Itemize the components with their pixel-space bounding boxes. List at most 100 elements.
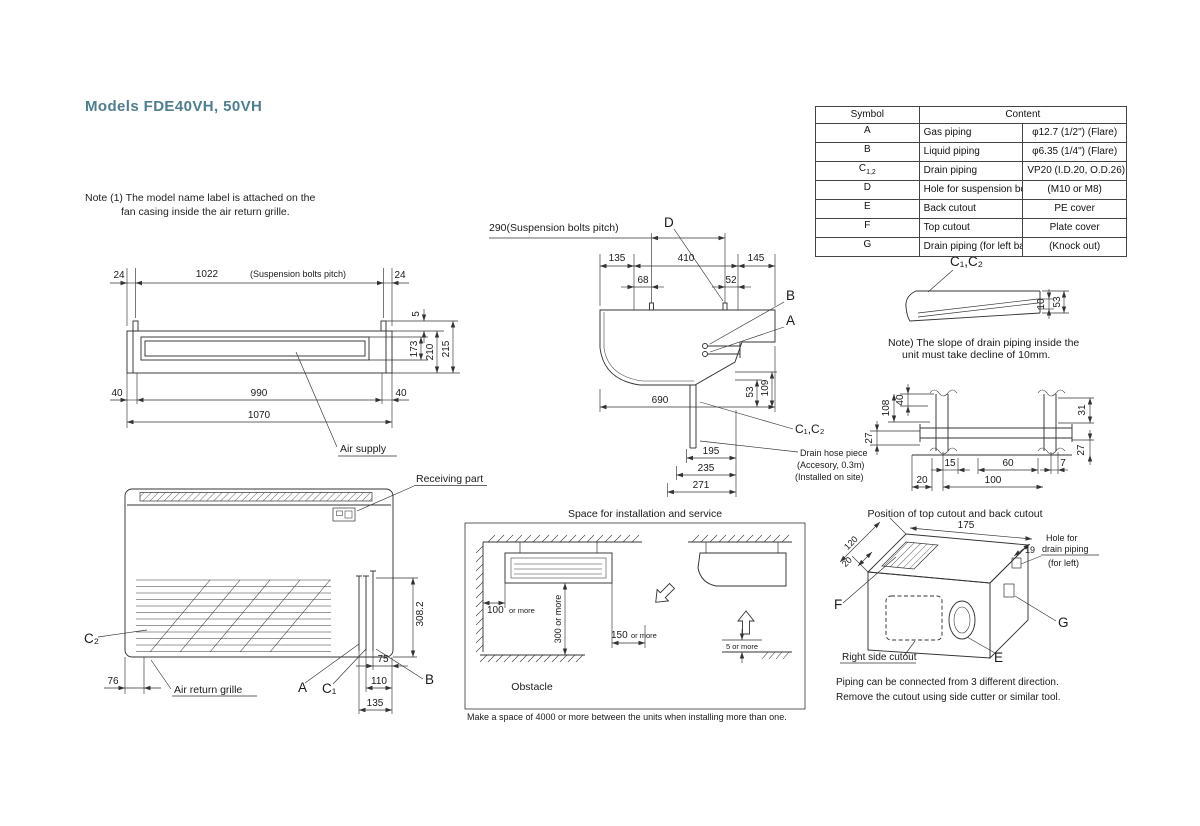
dim-195: 195 — [703, 446, 720, 457]
dim-27-right: 27 — [1076, 444, 1087, 456]
cutout-dimension-lines — [839, 517, 1099, 664]
symbol-cell: E — [815, 199, 920, 219]
side-view: 290(Suspension bolts pitch) D 135 410 14… — [489, 215, 868, 497]
dim-52: 52 — [725, 275, 737, 286]
dim-1022-pitch-label: (Suspension bolts pitch) — [250, 269, 346, 279]
installation-units-linework — [504, 542, 787, 635]
content-name-cell: Gas piping — [918, 123, 1024, 143]
air-return-grille-louvers — [136, 579, 331, 653]
front-view-unit-linework — [126, 320, 393, 374]
dim-120-cutout: 120 — [842, 534, 860, 552]
piping-linework — [356, 570, 376, 651]
hole-for-drain-line3: (for left) — [1048, 558, 1079, 568]
content-spec-cell: VP20 (I.D.20, O.D.26) — [1022, 161, 1127, 181]
label-e: E — [994, 650, 1003, 665]
symbol-cell: G — [815, 237, 920, 257]
installation-view: Space for installation and service 100 o… — [464, 508, 806, 722]
symbol-cell: C1,2 — [815, 161, 920, 181]
dim-290-pitch: 290(Suspension bolts pitch) — [489, 222, 619, 234]
content-name-cell: Drain piping (for left back) — [918, 237, 1024, 257]
side-view-dimension-lines — [489, 228, 799, 497]
receiving-part-label: Receiving part — [416, 473, 483, 485]
direction-arrow-up — [737, 610, 755, 635]
dim-150-suffix: or more — [631, 631, 657, 640]
model-name-note-line1: Note (1) The model name label is attache… — [85, 192, 316, 204]
content-spec-cell: Plate cover — [1022, 218, 1127, 238]
label-b: B — [425, 672, 434, 687]
dim-20: 20 — [916, 475, 928, 486]
dim-300-or-more: 300 or more — [553, 595, 563, 644]
dim-109: 109 — [760, 379, 771, 396]
dim-100-suffix: or more — [509, 606, 535, 615]
label-f: F — [834, 597, 842, 612]
front-view-dimension-lines — [110, 268, 460, 457]
side-view-unit-linework — [599, 302, 776, 449]
content-name-cell: Drain piping — [918, 161, 1024, 181]
content-name-cell: Back cutout — [918, 199, 1024, 219]
content-name-cell: Hole for suspension bolts — [918, 180, 1024, 200]
slope-detail-linework — [905, 290, 1041, 322]
right-side-cutout-label: Right side cutout — [842, 652, 917, 663]
dim-40: 40 — [895, 394, 906, 406]
hole-for-drain-line2: drain piping — [1042, 544, 1089, 554]
dim-31: 31 — [1077, 404, 1088, 416]
symbol-table-row: G Drain piping (for left back) (Knock ou… — [815, 237, 1127, 257]
dim-24-left: 24 — [113, 270, 125, 281]
dim-68: 68 — [637, 275, 649, 286]
label-a: A — [298, 680, 307, 695]
installation-dimension-lines — [483, 583, 762, 663]
dim-53-slope: 53 — [1052, 296, 1063, 308]
cutout-unit-linework — [866, 533, 1030, 660]
dim-40-left: 40 — [111, 388, 123, 399]
dim-24-right: 24 — [394, 270, 406, 281]
back-cutout-oval — [948, 600, 976, 640]
dim-5-or-more: 5 or more — [726, 642, 758, 651]
symbol-column-header: Symbol — [815, 106, 920, 124]
drain-hole-left — [1011, 557, 1022, 569]
right-side-cutout-outline — [885, 595, 943, 641]
front-lower-dimension-lines — [97, 485, 487, 714]
label-g: G — [1058, 615, 1069, 630]
direction-arrow-down-left — [655, 582, 676, 603]
drain-hose-note-2: (Accesory, 0.3m) — [797, 460, 864, 470]
hole-for-drain-line1: Hole for — [1046, 533, 1078, 543]
drain-hose-note-1: Drain hose piece — [800, 448, 868, 458]
dim-15: 15 — [944, 458, 956, 469]
dim-108: 108 — [881, 399, 892, 416]
cutout-title: Position of top cutout and back cutout — [867, 508, 1042, 520]
dim-60: 60 — [1002, 458, 1014, 469]
slope-detail-dimension-lines — [927, 269, 1069, 319]
content-spec-cell: PE cover — [1022, 199, 1127, 219]
dim-5: 5 — [411, 311, 422, 317]
content-name-cell: Liquid piping — [918, 142, 1024, 162]
page-title: Models FDE40VH, 50VH — [85, 98, 263, 115]
dim-53: 53 — [745, 386, 756, 398]
symbol-table-row: D Hole for suspension bolts (M10 or M8) — [815, 180, 1127, 200]
air-return-grille-label: Air return grille — [174, 684, 242, 696]
top-cutout-hatch — [881, 541, 939, 570]
dim-100-or-more: 100 — [487, 605, 504, 616]
symbol-cell: D — [815, 180, 920, 200]
dim-175-cutout: 175 — [958, 520, 975, 531]
symbol-cell: F — [815, 218, 920, 238]
pipe-detail: 40 108 27 31 15 60 7 20 100 27 — [864, 384, 1094, 491]
label-c1: C₁ — [322, 681, 337, 696]
symbol-cell: A — [815, 123, 920, 143]
left-back-drain-knockout — [1003, 583, 1015, 598]
dim-215: 215 — [441, 340, 452, 357]
cutout-view: Position of top cutout and back cutout 2… — [834, 508, 1099, 703]
dim-1022: 1022 — [196, 269, 219, 280]
pipe-detail-dimension-lines — [870, 384, 1094, 491]
pipe-detail-linework — [912, 389, 1073, 456]
dim-990: 990 — [251, 388, 268, 399]
cutout-note-line1: Piping can be connected from 3 different… — [836, 677, 1059, 688]
content-spec-cell: (Knock out) — [1022, 237, 1127, 257]
dim-145: 145 — [748, 253, 765, 264]
dim-75: 75 — [377, 654, 389, 665]
label-c1c2: C₁,C₂ — [795, 422, 825, 436]
dim-271: 271 — [693, 480, 710, 491]
content-spec-cell: (M10 or M8) — [1022, 180, 1127, 200]
symbol-table-row: C1,2 Drain piping VP20 (I.D.20, O.D.26) — [815, 161, 1127, 181]
dim-173: 173 — [409, 340, 420, 357]
